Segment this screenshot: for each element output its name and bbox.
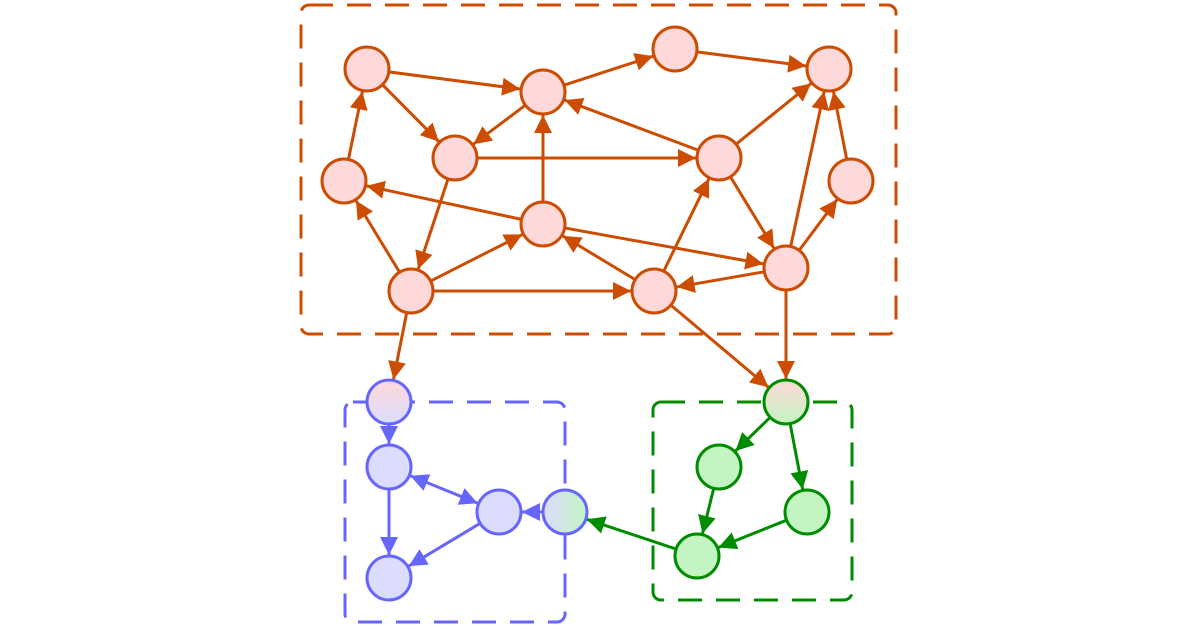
edge-J-I [429, 233, 524, 283]
node-D [805, 45, 853, 93]
edge-K-R [669, 304, 770, 389]
node-Q [365, 554, 413, 602]
edge-H-D [828, 91, 849, 160]
node-S [695, 443, 743, 491]
node-U [673, 532, 721, 580]
edge-N-O [409, 474, 479, 505]
node-J [387, 267, 435, 315]
node-H [827, 157, 875, 205]
node-C [651, 25, 699, 73]
edge-J-M [388, 312, 409, 380]
node-T [783, 488, 831, 536]
edge-R-S [734, 416, 772, 453]
edge-L-K [676, 270, 765, 293]
edge-B-E [472, 103, 527, 146]
edges [346, 50, 849, 568]
edge-F-D [735, 82, 813, 146]
node-R [762, 378, 810, 426]
node-P [541, 488, 589, 536]
edge-F-B [564, 97, 699, 152]
edge-I-G [366, 180, 522, 221]
edge-E-J [415, 178, 450, 270]
edge-O-Q [407, 522, 481, 568]
node-B [519, 68, 567, 116]
edge-C-D [696, 50, 807, 73]
node-E [431, 134, 479, 182]
node-M [365, 378, 413, 426]
cluster-box-green [651, 400, 854, 602]
edge-A-B [388, 70, 521, 96]
node-K [630, 267, 678, 315]
edge-K-F [662, 178, 711, 272]
cluster-box-orange [299, 3, 898, 336]
edge-T-U [717, 518, 788, 550]
nodes [320, 25, 875, 602]
node-F [695, 134, 743, 182]
node-I [519, 200, 567, 248]
edge-L-H [797, 198, 839, 252]
node-L [762, 244, 810, 292]
edge-K-I [561, 234, 636, 281]
edge-A-E [381, 83, 440, 143]
edge-L-D [789, 91, 830, 247]
edge-B-C [563, 53, 654, 87]
edge-S-U [698, 487, 716, 535]
node-O [475, 488, 523, 536]
edge-G-A [346, 91, 368, 160]
node-G [320, 157, 368, 205]
edge-J-G [354, 199, 401, 273]
edge-R-T [788, 423, 809, 490]
edge-U-P [586, 516, 677, 551]
node-A [343, 45, 391, 93]
edge-I-L [564, 226, 764, 270]
edge-F-L [729, 176, 776, 250]
node-N [365, 443, 413, 491]
